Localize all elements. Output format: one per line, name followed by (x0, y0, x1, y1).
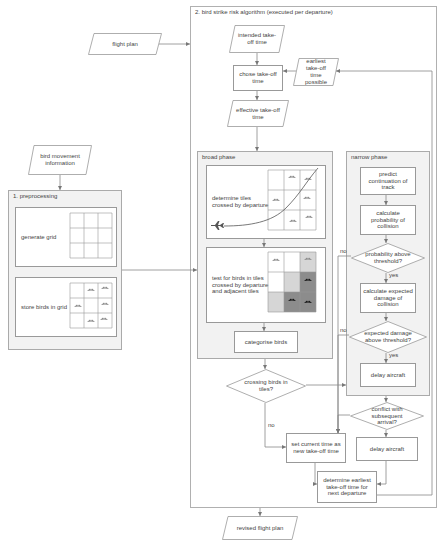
parallelogram-shape (294, 59, 339, 86)
process-box: determine earliest take-off time for nex… (317, 471, 377, 503)
edge-label: no (340, 327, 347, 333)
diamond-shape (352, 244, 425, 273)
process-box: calculate probability of collision (360, 205, 416, 235)
parallelogram-shape (230, 26, 285, 53)
group-heading: 1. preprocessing (13, 193, 117, 200)
io-parallelogram: bird movement information (28, 145, 92, 175)
node-text: test for birds in tiles crossed by depar… (212, 275, 270, 296)
group-box: broad phase determine tiles crossed by de… (197, 151, 333, 359)
node-text: delay aircraft (370, 446, 404, 453)
io-parallelogram: effective take-off time (227, 100, 289, 127)
parallelogram-shape (228, 101, 289, 127)
node-text: set current time as new take-off time (289, 441, 343, 455)
process-box: delay aircraft (356, 437, 418, 461)
decision-diamond: crossing birds in tiles? (226, 369, 306, 403)
node-text: categorise birds (245, 339, 287, 346)
node-text: store birds in grid (21, 304, 71, 311)
group-heading: 2. bird strike risk algorithm (executed … (195, 9, 432, 16)
diamond-shape (227, 370, 306, 403)
connector (122, 270, 197, 271)
process-box: categorise birds (234, 331, 298, 353)
parallelogram-shape (223, 517, 298, 540)
node-text: conflict with subsequent arrival? (363, 406, 411, 427)
edge-label: no (268, 422, 275, 428)
edge-label: yes (389, 352, 398, 358)
node-text: predict continuation of track (363, 171, 413, 192)
node-text: determine tiles crossed by departure (212, 195, 270, 209)
connector (260, 508, 261, 516)
decision-diamond: expected damage above threshold? (349, 321, 427, 353)
node-text: chose take-off time (236, 71, 280, 85)
group-box: narrow phase predict continuation of trac… (346, 151, 430, 396)
process-box: determine tiles crossed by departure (206, 165, 326, 239)
node-text: effective take-off time (234, 107, 282, 121)
node-text: delay aircraft (371, 372, 405, 379)
node-text: calculate expected damage of collision (363, 288, 413, 309)
node-text: calculate probability of collision (363, 210, 413, 231)
diamond-shape (350, 322, 427, 353)
node-text: flight plan (112, 41, 138, 48)
parallelogram-shape (29, 146, 92, 175)
decision-diamond: conflict with subsequent arrival? (350, 402, 424, 430)
decision-diamond: probability above threshold? (351, 243, 425, 273)
process-box: chose take-off time (233, 65, 283, 91)
io-parallelogram: flight plan (88, 33, 162, 55)
connector (60, 175, 61, 190)
edge-label: yes (389, 272, 398, 278)
connector (159, 44, 190, 45)
group-heading: broad phase (202, 154, 328, 161)
node-text: expected damage above threshold? (362, 330, 414, 344)
process-box: generate grid (15, 207, 117, 267)
edge-label: no (340, 248, 347, 254)
node-text: probability above threshold? (364, 251, 412, 265)
parallelogram-shape (89, 34, 162, 55)
process-box: calculate expected damage of collision (360, 283, 416, 313)
process-box: delay aircraft (360, 363, 416, 387)
node-text: crossing birds in tiles? (240, 379, 292, 393)
io-parallelogram: intended take-off time (229, 25, 285, 53)
group-heading: narrow phase (351, 154, 425, 161)
process-box: set current time as new take-off time (286, 433, 346, 463)
node-text: earliest take-off time possible (300, 58, 332, 86)
process-box: test for birds in tiles crossed by depar… (206, 247, 326, 323)
process-box: store birds in grid (15, 277, 117, 337)
node-text: revised flight plan (237, 525, 284, 532)
node-text: determine earliest take-off time for nex… (320, 477, 374, 498)
node-text: generate grid (21, 234, 71, 241)
io-parallelogram: revised flight plan (222, 516, 298, 540)
process-box: predict continuation of track (360, 167, 416, 195)
io-parallelogram: earliest take-off time possible (293, 58, 339, 86)
node-text: bird movement information (35, 153, 85, 167)
group-box: 2. bird strike risk algorithm (executed … (190, 6, 437, 508)
group-box: 1. preprocessing generate grid store birds… (8, 190, 122, 350)
diamond-shape (351, 403, 424, 430)
node-text: intended take-off time (236, 32, 278, 46)
